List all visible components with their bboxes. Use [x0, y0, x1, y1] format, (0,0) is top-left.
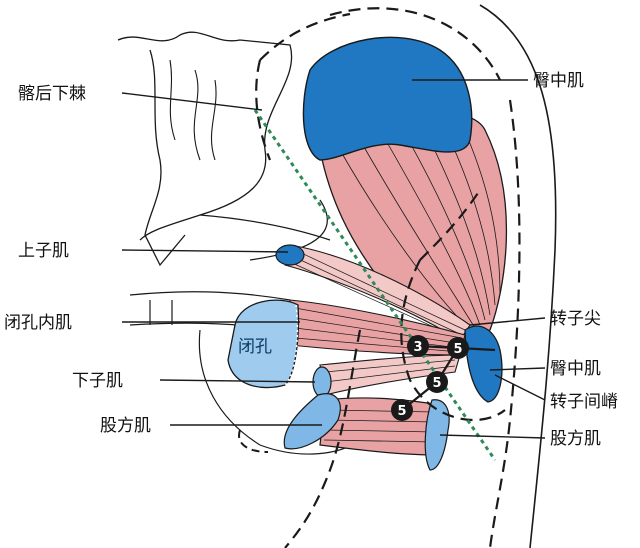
marker-5-top: 5	[447, 337, 469, 359]
guide-line	[253, 109, 497, 461]
ischium-outline	[129, 199, 331, 331]
quadratus-femoris-insertion	[424, 399, 450, 471]
marker-5-bottom: 5	[391, 399, 413, 421]
lower-bone-dashed	[238, 429, 269, 453]
label-quadratus-femoris-right: 股方肌	[550, 429, 601, 449]
label-posterior-inferior-iliac-spine: 髂后下棘	[18, 84, 86, 104]
svg-text:5: 5	[432, 376, 441, 391]
sacrum-lines	[169, 59, 217, 161]
leader-lines	[121, 79, 546, 439]
label-gluteus-medius-right: 臀中肌	[550, 359, 601, 379]
quadratus-femoris-origin	[283, 393, 341, 450]
svg-text:5: 5	[397, 404, 406, 419]
ischial-lower-outline	[198, 329, 361, 455]
label-gluteus-medius-top: 臀中肌	[533, 71, 584, 91]
body-contour	[479, 4, 557, 548]
inferior-gemellus-muscle	[319, 354, 461, 396]
inferior-gemellus-attachment	[312, 366, 332, 398]
superior-gemellus-attachment	[275, 244, 305, 266]
label-quadratus-femoris-left: 股方肌	[100, 416, 151, 436]
label-intertrochanteric-crest: 转子间嵴	[550, 392, 618, 412]
gluteus-medius-origin	[302, 36, 473, 161]
label-greater-trochanter-tip: 转子尖	[550, 309, 601, 329]
label-obturator-foramen: 闭孔	[238, 337, 272, 357]
label-obturator-internus: 闭孔内肌	[4, 313, 72, 333]
label-superior-gemellus: 上子肌	[18, 241, 69, 261]
quadratus-femoris-fibers	[323, 409, 436, 443]
femur-outline-dashed	[284, 99, 521, 548]
greater-trochanter-tip	[464, 325, 503, 403]
foramen-border-dotted	[284, 304, 299, 386]
pelvis-outline	[117, 31, 293, 267]
svg-text:3: 3	[413, 340, 422, 355]
label-inferior-gemellus: 下子肌	[72, 371, 123, 391]
obturator-internus-fibers	[294, 307, 463, 353]
marker-3: 3	[407, 335, 429, 357]
intertrochanteric-crest-line	[401, 344, 496, 411]
marker-5-middle: 5	[426, 371, 448, 393]
svg-text:5: 5	[453, 342, 462, 357]
